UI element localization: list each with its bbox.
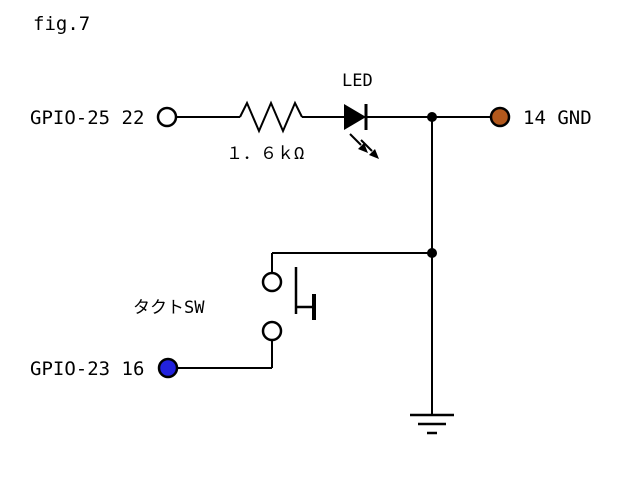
gpio25-terminal bbox=[156, 106, 178, 128]
gpio23-label: GPIO-23 16 bbox=[30, 358, 144, 380]
switch-label: タクトSW bbox=[133, 298, 205, 318]
gnd-terminal bbox=[489, 106, 511, 128]
resistor-symbol bbox=[239, 100, 303, 134]
gnd-label: 14 GND bbox=[523, 107, 592, 129]
tact-switch-symbol bbox=[261, 267, 316, 342]
led-symbol bbox=[344, 104, 366, 130]
figure-label: fig.7 bbox=[33, 13, 90, 35]
gpio23-terminal bbox=[157, 357, 179, 379]
gpio25-label: GPIO-25 22 bbox=[30, 107, 144, 129]
resistor-label: １．６ｋΩ bbox=[226, 144, 304, 164]
led-emission-arrows bbox=[349, 133, 379, 159]
ground-symbol bbox=[410, 413, 454, 435]
led-label: LED bbox=[342, 71, 373, 91]
